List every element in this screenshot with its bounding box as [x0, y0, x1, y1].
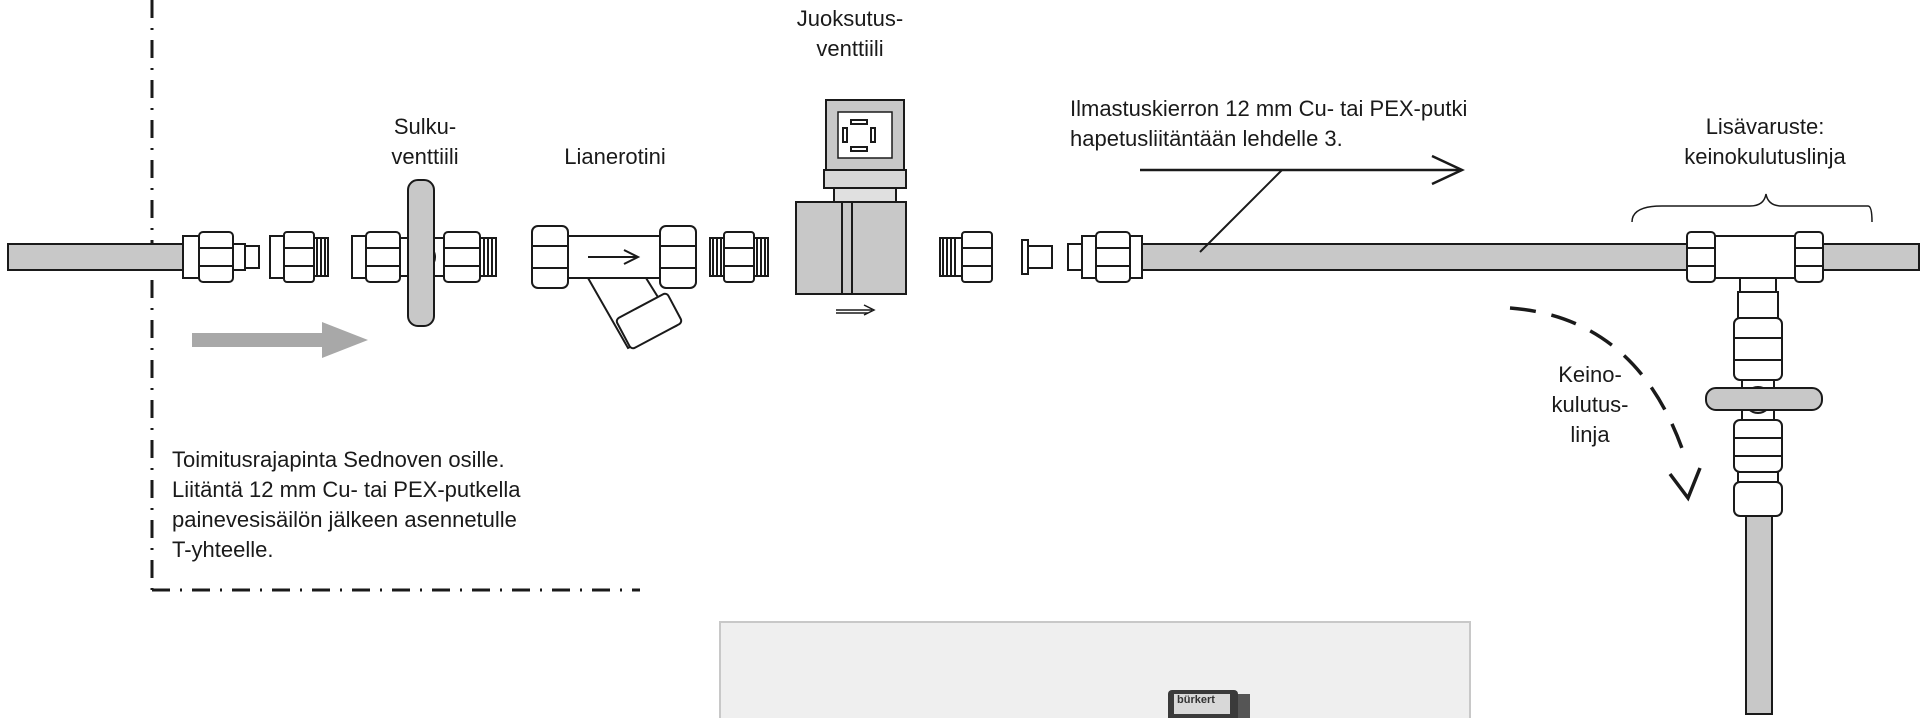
label-aeration-pipe: Ilmastuskierron 12 mm Cu- tai PEX-putki … — [1070, 94, 1467, 154]
threaded-nipple-3 — [939, 231, 1053, 283]
consumption-arrowhead — [1668, 467, 1702, 502]
label-accessory: Lisävaruste: keinokulutuslinja — [1650, 112, 1880, 172]
aeration-direction-arrow — [1431, 154, 1465, 186]
label-drain-valve-line-1: Juoksutus- — [796, 6, 904, 31]
delivery-boundary-line — [150, 0, 640, 592]
label-drain-valve-line-2: venttiili — [816, 36, 884, 61]
product-brand-logo: bürkert — [1177, 694, 1215, 706]
accessory-bracket — [1631, 193, 1873, 223]
label-shutoff-valve-line-2: venttiili — [391, 144, 459, 169]
compression-fitting-2 — [1067, 231, 1143, 283]
label-aeration-pipe-line-2: hapetusliitäntään lehdelle 3. — [1070, 126, 1343, 151]
label-delivery-interface-line-3: painevesisäilön jälkeen asennetulle — [172, 507, 517, 532]
label-artificial-consumption: Keino- kulutus- linja — [1530, 360, 1650, 450]
label-accessory-line-1: Lisävaruste: — [1705, 114, 1825, 139]
aeration-label-leader — [1199, 169, 1283, 253]
label-shutoff-valve-line-1: Sulku- — [393, 114, 457, 139]
label-artificial-consumption-line-1: Keino- — [1558, 362, 1622, 387]
threaded-nipple-2 — [709, 231, 769, 283]
tee-fitting — [1686, 231, 1920, 293]
shutoff-valve — [351, 179, 497, 327]
drain-solenoid-valve — [795, 99, 907, 316]
label-shutoff-valve: Sulku- venttiili — [360, 112, 490, 172]
label-drain-valve: Juoksutus- venttiili — [770, 4, 930, 64]
label-delivery-interface: Toimitusrajapinta Sednoven osille. Liitä… — [172, 445, 521, 565]
aeration-pipe — [1141, 243, 1688, 271]
label-artificial-consumption-line-2: kulutus- — [1551, 392, 1629, 417]
label-delivery-interface-line-4: T-yhteelle. — [172, 537, 274, 562]
threaded-nipple-1 — [269, 231, 329, 283]
label-delivery-interface-line-2: Liitäntä 12 mm Cu- tai PEX-putkella — [172, 477, 521, 502]
label-delivery-interface-line-1: Toimitusrajapinta Sednoven osille. — [172, 447, 505, 472]
label-strainer: Lianerotini — [535, 142, 695, 172]
label-accessory-line-2: keinokulutuslinja — [1684, 144, 1846, 169]
consumption-flow-arrow — [1509, 306, 1688, 461]
label-aeration-pipe-line-1: Ilmastuskierron 12 mm Cu- tai PEX-putki — [1070, 96, 1468, 121]
product-photo-panel — [719, 621, 1471, 718]
flow-direction-arrow — [192, 322, 368, 358]
artificial-consumption-branch — [1705, 291, 1823, 715]
label-artificial-consumption-line-3: linja — [1570, 422, 1610, 447]
label-strainer-line-1: Lianerotini — [564, 144, 666, 169]
inlet-pipe — [7, 243, 184, 271]
compression-fitting-1 — [182, 231, 260, 283]
strainer — [531, 225, 697, 350]
